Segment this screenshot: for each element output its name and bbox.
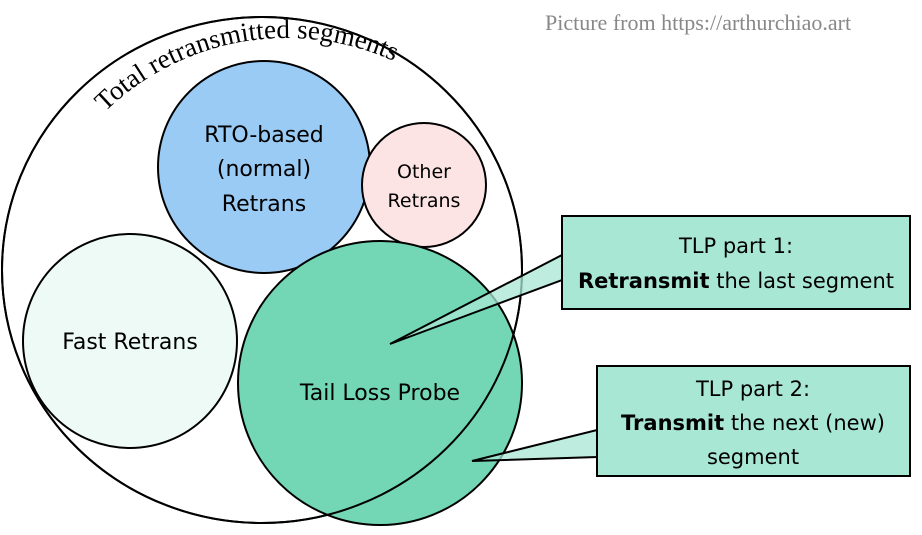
- label-tail-loss-probe: Tail Loss Probe: [299, 381, 460, 406]
- callout-box-part2: [596, 365, 911, 477]
- label-other-line2: Retrans: [388, 190, 461, 212]
- label-other-line1: Other: [397, 161, 451, 183]
- outer-circle-outline: [1, 16, 523, 524]
- label-rto-line1: RTO-based: [204, 123, 323, 148]
- callout-part1-body: Retransmit the last segment: [578, 269, 894, 293]
- circle-other-retrans: [361, 122, 487, 248]
- label-rto-line3: Retrans: [222, 192, 306, 217]
- picture-credit: Picture from https://arthurchiao.art: [545, 10, 852, 35]
- callout-part2-body: Transmit the next (new): [621, 411, 885, 435]
- label-fast-retrans: Fast Retrans: [62, 330, 198, 355]
- callout-part2-title: TLP part 2:: [695, 377, 810, 401]
- circle-fast-retrans: [22, 233, 238, 449]
- callout-part2-line3: segment: [707, 445, 799, 469]
- callout-part1-title: TLP part 1:: [678, 234, 793, 258]
- callout-box-part1: [561, 215, 911, 310]
- label-rto-line2: (normal): [217, 157, 311, 182]
